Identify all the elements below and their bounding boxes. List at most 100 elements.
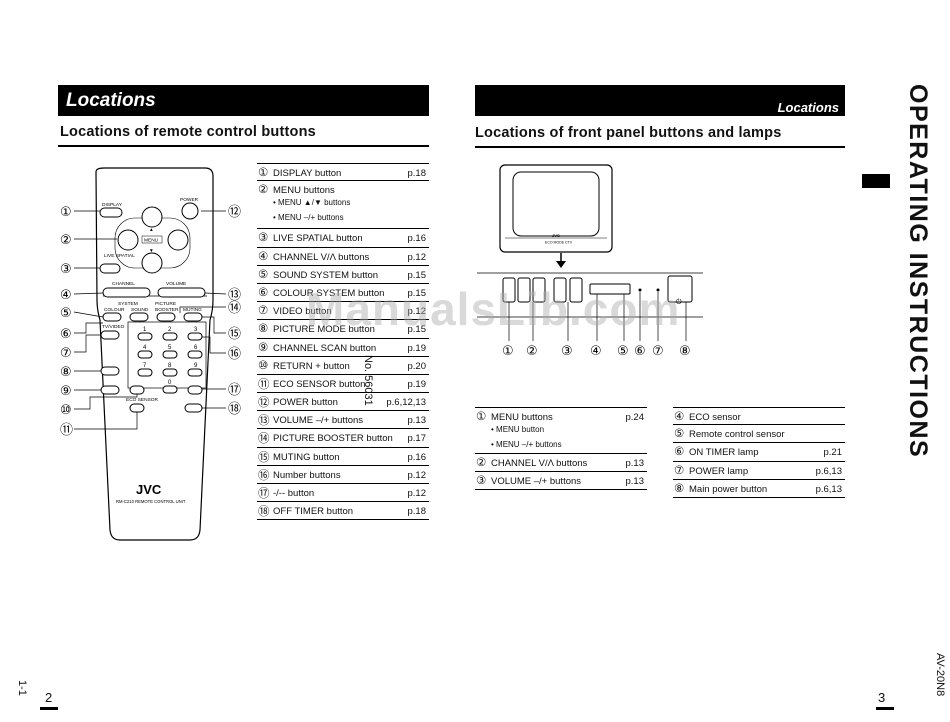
menu-minus-plus-button[interactable] xyxy=(517,277,531,303)
menu-up-button[interactable] xyxy=(141,206,163,228)
row-number: ③ xyxy=(476,475,487,487)
live-spatial-button[interactable] xyxy=(99,263,121,274)
menu-down-button[interactable] xyxy=(141,252,163,274)
volume-plus-button[interactable] xyxy=(569,277,583,303)
callout-9: ⑨ xyxy=(60,384,72,399)
video-button[interactable] xyxy=(100,330,120,340)
row-sub-item: • MENU –/+ buttons xyxy=(491,439,562,449)
row-number: ⑩ xyxy=(258,359,269,372)
callout-10: ⑩ xyxy=(60,403,72,418)
picture-booster-button[interactable] xyxy=(156,312,176,322)
row-label: MENU buttons xyxy=(273,185,335,197)
volume-minus-button[interactable] xyxy=(553,277,567,303)
row-label: PICTURE BOOSTER button xyxy=(273,433,393,445)
number-button[interactable] xyxy=(187,368,203,377)
row-label: CHANNEL V/Λ buttons xyxy=(491,458,588,469)
on-timer-lamp xyxy=(638,288,642,292)
row-label: SOUND SYSTEM button xyxy=(273,269,379,281)
volume-rocker[interactable] xyxy=(157,287,206,298)
digit-label: 7 xyxy=(143,363,147,369)
callout-17: ⑰ xyxy=(228,383,241,398)
number-button[interactable] xyxy=(187,332,203,341)
channel-scan-button[interactable] xyxy=(100,385,120,395)
number-button[interactable] xyxy=(187,350,203,359)
tv-video-label: TV/VIDEO xyxy=(102,324,125,330)
row-number: ⑧ xyxy=(674,482,685,495)
row-label: VOLUME –/+ buttons xyxy=(491,476,582,487)
row-page-ref: p.12 xyxy=(407,306,427,318)
power-lamp xyxy=(656,288,660,292)
down-arrow-icon: ▼ xyxy=(149,249,154,254)
off-timer-button[interactable] xyxy=(184,403,203,413)
menu-plus-button[interactable] xyxy=(167,229,189,251)
main-power-button[interactable] xyxy=(667,275,693,303)
muting-button[interactable] xyxy=(183,312,203,322)
number-button[interactable] xyxy=(162,368,178,377)
picture-label: PICTURE xyxy=(155,301,176,307)
power-symbol-icon: ⏻ xyxy=(676,298,682,306)
number-button[interactable] xyxy=(162,332,178,341)
sound-label: SOUND xyxy=(131,307,149,313)
system-label: SYSTEM xyxy=(118,301,138,307)
return-plus-button[interactable] xyxy=(129,385,145,395)
row-number: ② xyxy=(476,457,487,469)
row-sub-item: • MENU button xyxy=(491,425,545,434)
channel-button[interactable] xyxy=(532,277,546,303)
row-label: POWER lamp xyxy=(689,465,749,477)
channel-rocker[interactable] xyxy=(102,287,151,298)
row-label: CHANNEL V/Λ buttons xyxy=(273,251,370,263)
colour-system-button[interactable] xyxy=(102,312,122,322)
number-button[interactable] xyxy=(162,350,178,359)
menu-minus-button[interactable] xyxy=(117,229,139,251)
watermark: ManualsLib.com xyxy=(306,283,681,335)
sound-system-button[interactable] xyxy=(129,312,149,322)
live-spatial-label: LIVE SPATIAL xyxy=(104,253,135,259)
number-button[interactable] xyxy=(137,332,153,341)
row-number: ⑰ xyxy=(258,488,270,500)
row-number: ④ xyxy=(258,250,269,263)
right-title-rule xyxy=(475,146,845,148)
number-button[interactable] xyxy=(137,368,153,377)
document-number: No. 56031 xyxy=(362,355,374,406)
right-page-header: Locations xyxy=(475,85,845,116)
front-callout-2: ② xyxy=(526,344,538,359)
row-page-ref: p.15 xyxy=(407,287,427,299)
row-number: ⑤ xyxy=(674,428,685,441)
row-label: COLOUR SYSTEM button xyxy=(273,287,385,299)
row-label: Main power button xyxy=(689,483,768,495)
row-page-ref: p.24 xyxy=(625,412,645,423)
power-button[interactable] xyxy=(181,202,199,220)
callout-11: ⑪ xyxy=(60,423,73,438)
row-number: ⑮ xyxy=(258,451,270,464)
tv-brand-logo: JVC xyxy=(552,233,560,238)
left-page-header: Locations xyxy=(58,85,429,116)
power-label: POWER xyxy=(180,197,199,203)
row-number: ④ xyxy=(674,411,685,423)
dash-dash-button[interactable] xyxy=(187,385,203,395)
booster-label: BOOSTER xyxy=(155,307,179,313)
callout-1: ① xyxy=(60,205,72,220)
callout-2: ② xyxy=(60,233,72,248)
up-arrow-icon: ▲ xyxy=(149,228,154,233)
number-button[interactable] xyxy=(162,385,178,394)
row-label: Number buttons xyxy=(273,469,341,481)
display-button[interactable] xyxy=(99,207,123,218)
picture-mode-button[interactable] xyxy=(100,366,120,376)
digit-label: 0 xyxy=(168,380,172,386)
row-number: ⑬ xyxy=(258,415,270,428)
callout-12: ⑫ xyxy=(228,205,241,220)
number-button[interactable] xyxy=(137,350,153,359)
eco-sensor-button[interactable] xyxy=(129,403,145,413)
right-page-number-bar xyxy=(876,707,894,710)
